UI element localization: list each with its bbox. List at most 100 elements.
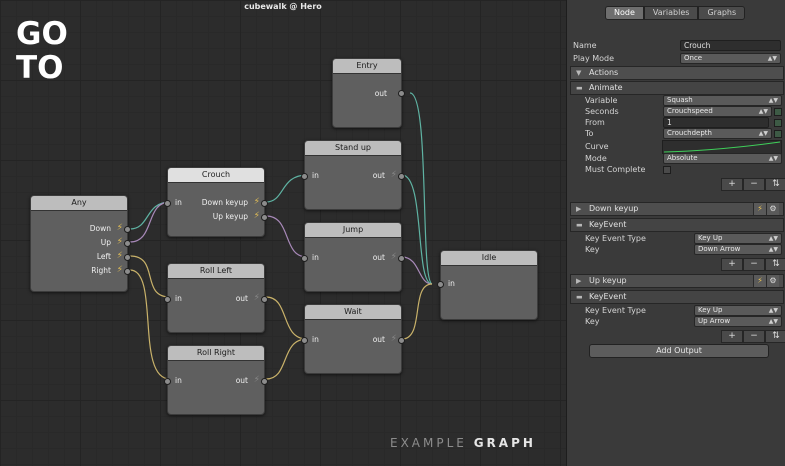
down-key-dropdown[interactable]: Down Arrow▲▼ [694, 244, 782, 255]
variable-label: Variable [585, 96, 618, 105]
move-action-button[interactable]: ⇅ [765, 330, 785, 343]
lightning-icon: ⚡ [253, 197, 260, 207]
tab-graphs[interactable]: Graphs [698, 6, 746, 20]
port-knob-left[interactable] [124, 254, 131, 261]
port-knob-out[interactable] [398, 255, 405, 262]
must-complete-row: Must Complete [567, 164, 785, 175]
actions-header[interactable]: ▼ Actions [570, 66, 784, 80]
lightning-icon: ⚡ [753, 275, 766, 287]
triangle-down-icon: ▼ [576, 69, 582, 77]
add-action-button[interactable]: + [721, 178, 743, 191]
wire-rollright-wait [265, 338, 308, 380]
node-jump-title: Jump [305, 223, 401, 238]
down-keyevent-header[interactable]: ▬ KeyEvent [570, 218, 784, 232]
from-field[interactable]: 1 [663, 117, 769, 128]
chevron-down-icon: ▲▼ [768, 155, 778, 162]
port-knob-right[interactable] [124, 268, 131, 275]
node-standup[interactable]: Stand up in out ⚡ [301, 140, 405, 210]
port-in: in [312, 171, 319, 180]
up-keyup-toolbar: + − ⇅ [721, 330, 785, 343]
wire-down-crouch [129, 201, 171, 230]
port-knob-out[interactable] [398, 173, 405, 180]
variable-dropdown[interactable]: Squash▲▼ [663, 95, 782, 106]
up-key-dropdown[interactable]: Up Arrow▲▼ [694, 316, 782, 327]
port-knob-out[interactable] [398, 337, 405, 344]
playmode-dropdown[interactable]: Once▲▼ [680, 53, 781, 64]
remove-action-button[interactable]: − [743, 258, 765, 271]
node-rollright[interactable]: Roll Right in out ⚡ [164, 345, 268, 415]
to-dropdown[interactable]: Crouchdepth▲▼ [663, 128, 772, 139]
add-output-button[interactable]: Add Output [589, 344, 769, 358]
port-knob-in[interactable] [301, 173, 308, 180]
lightning-icon: ⚡ [253, 211, 260, 221]
move-action-button[interactable]: ⇅ [765, 258, 785, 271]
name-label: Name [573, 41, 597, 50]
add-action-button[interactable]: + [721, 258, 743, 271]
down-key-label: Key [585, 245, 600, 254]
port-knob-in[interactable] [437, 281, 444, 288]
down-keyup-header-icons: ⚡ ⚙ [753, 203, 779, 215]
port-knob-in[interactable] [164, 200, 171, 207]
gear-icon[interactable]: ⚙ [766, 203, 779, 215]
port-knob-in[interactable] [301, 255, 308, 262]
playmode-value: Once [684, 54, 703, 62]
seconds-dropdown[interactable]: Crouchspeed▲▼ [663, 106, 772, 117]
port-knob-out[interactable] [261, 296, 268, 303]
mode-dropdown[interactable]: Absolute▲▼ [663, 153, 782, 164]
port-in: in [175, 376, 182, 385]
port-knob-in[interactable] [164, 378, 171, 385]
up-key-event-type-label: Key Event Type [585, 306, 646, 315]
port-knob-down[interactable] [124, 226, 131, 233]
animate-header[interactable]: ▬ Animate [570, 81, 784, 95]
port-knob-in[interactable] [164, 296, 171, 303]
node-entry[interactable]: Entry out [332, 58, 405, 128]
watermark-bold: GRAPH [473, 436, 536, 450]
node-wait[interactable]: Wait in out ⚡ [301, 304, 405, 374]
curve-graph [663, 141, 781, 153]
up-keyevent-header[interactable]: ▬ KeyEvent [570, 290, 784, 304]
node-rollleft[interactable]: Roll Left in out ⚡ [164, 263, 268, 333]
down-key-event-type-row: Key Event Type Key Up▲▼ [567, 233, 785, 244]
chevron-down-icon: ▲▼ [768, 318, 778, 325]
add-action-button[interactable]: + [721, 330, 743, 343]
name-field[interactable]: Crouch [680, 40, 781, 51]
up-keyup-header[interactable]: ▶ Up keyup ⚡ ⚙ [570, 274, 784, 288]
curve-row: Curve [567, 141, 785, 152]
curve-field[interactable] [662, 140, 782, 154]
port-knob-out[interactable] [398, 90, 405, 97]
wire-wait-idle [401, 283, 433, 340]
seconds-variable-toggle[interactable] [774, 108, 782, 116]
port-knob-up-keyup[interactable] [261, 214, 268, 221]
move-action-button[interactable]: ⇅ [765, 178, 785, 191]
from-label: From [585, 118, 605, 127]
node-idle[interactable]: Idle in [437, 250, 538, 320]
curve-label: Curve [585, 142, 609, 151]
to-variable-toggle[interactable] [774, 130, 782, 138]
up-keyup-title: Up keyup [589, 276, 627, 285]
down-key-value: Down Arrow [698, 245, 741, 253]
remove-action-button[interactable]: − [743, 330, 765, 343]
must-complete-checkbox[interactable] [663, 166, 671, 174]
tab-variables[interactable]: Variables [643, 6, 699, 20]
port-knob-in[interactable] [301, 337, 308, 344]
remove-action-button[interactable]: − [743, 178, 765, 191]
node-jump[interactable]: Jump in out ⚡ [301, 222, 405, 292]
down-key-event-type-dropdown[interactable]: Key Up▲▼ [694, 233, 782, 244]
port-knob-out[interactable] [261, 378, 268, 385]
node-crouch[interactable]: Crouch in Down keyup ⚡ Up keyup ⚡ [164, 167, 268, 237]
up-key-event-type-dropdown[interactable]: Key Up▲▼ [694, 305, 782, 316]
port-knob-down-keyup[interactable] [261, 200, 268, 207]
gear-icon[interactable]: ⚙ [766, 275, 779, 287]
logo-text-bottom: TO [16, 50, 64, 80]
up-key-row: Key Up Arrow▲▼ [567, 316, 785, 327]
tab-node[interactable]: Node [605, 6, 644, 20]
graph-canvas[interactable]: cubewalk @ Hero GO TO Entry out Any Down… [0, 0, 566, 466]
down-keyup-header[interactable]: ▶ Down keyup ⚡ ⚙ [570, 202, 784, 216]
node-any[interactable]: Any Down ⚡ Up ⚡ Left ⚡ Right ⚡ [30, 195, 131, 292]
port-knob-up[interactable] [124, 240, 131, 247]
from-variable-toggle[interactable] [774, 119, 782, 127]
port-up-keyup: Up keyup [212, 212, 248, 221]
to-label: To [585, 129, 594, 138]
actions-title: Actions [589, 68, 619, 77]
lightning-icon: ⚡ [253, 293, 260, 303]
